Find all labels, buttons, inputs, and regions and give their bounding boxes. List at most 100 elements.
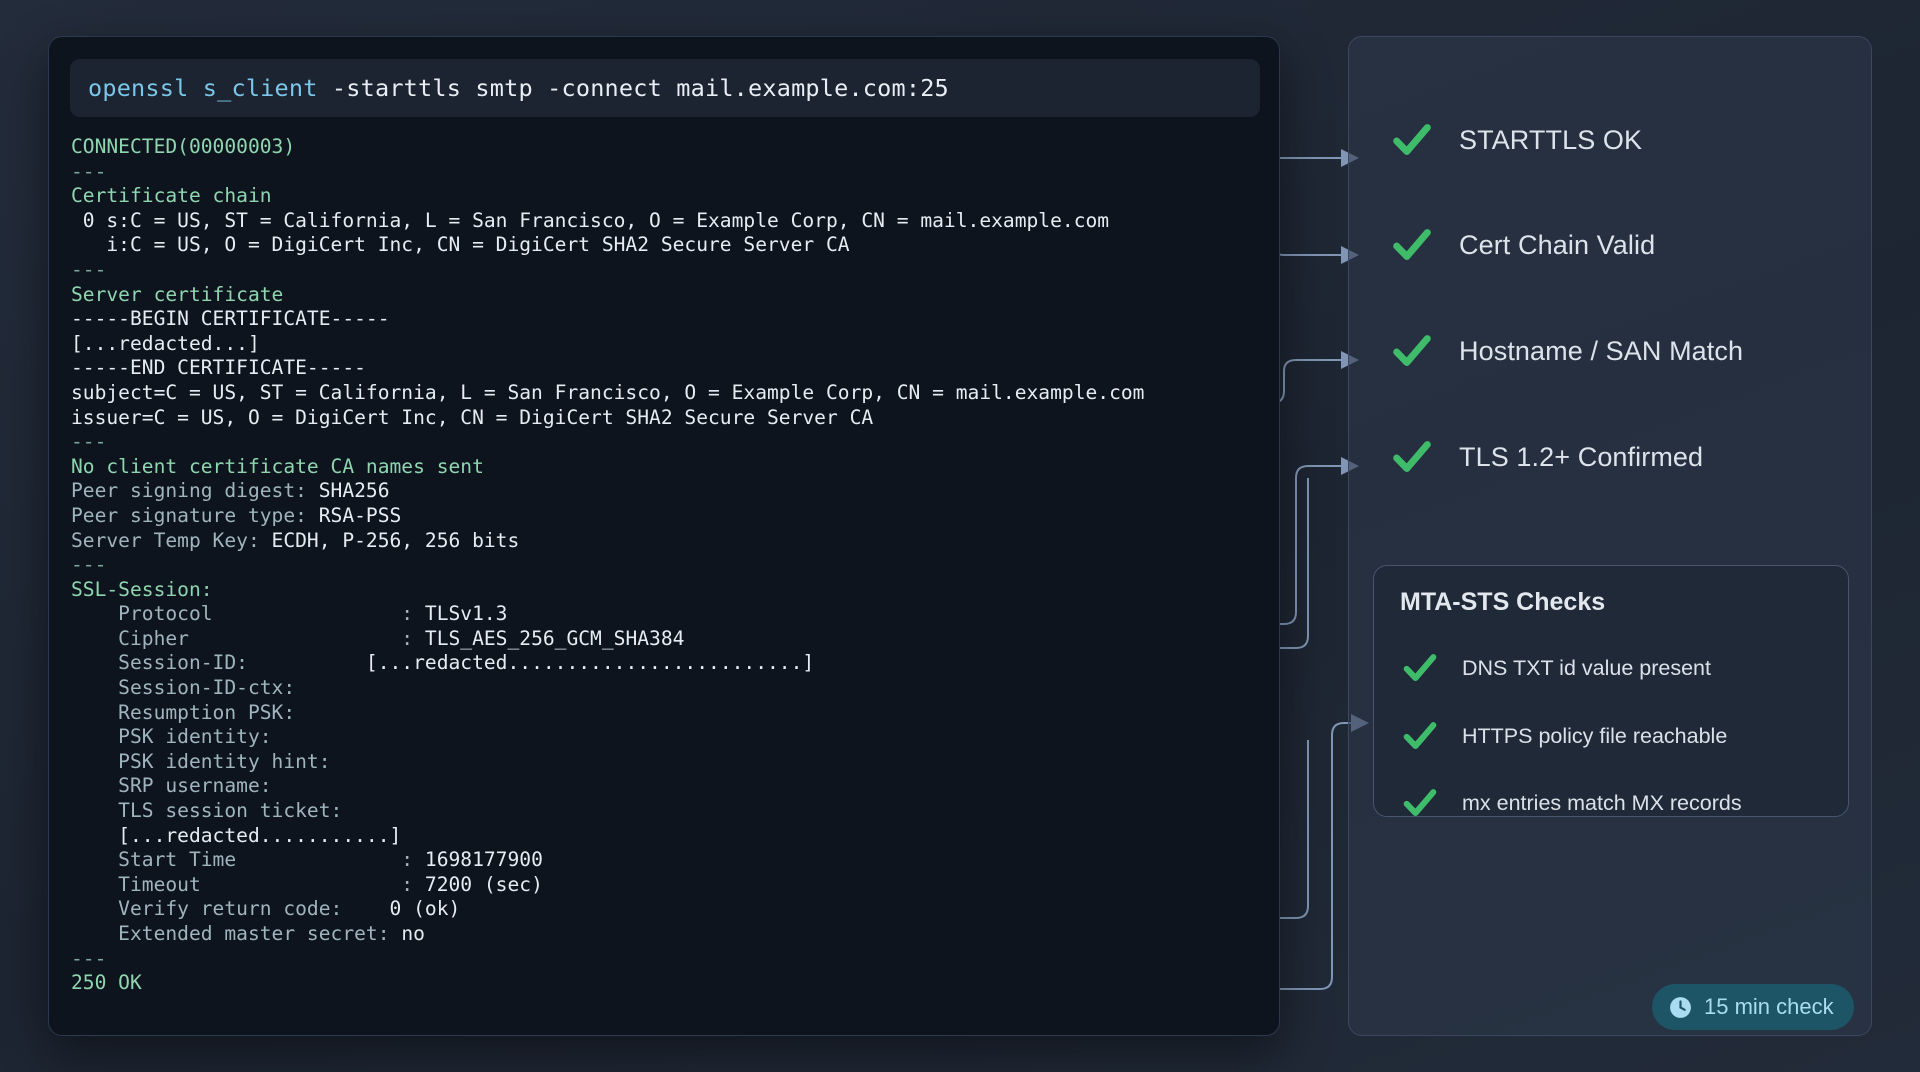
terminal-line: Extended master secret: no (71, 922, 1271, 947)
terminal-line: Session-ID: [...redacted................… (71, 651, 1271, 676)
terminal-line-text: --- (71, 553, 107, 577)
terminal-line-label: Protocol : (71, 602, 425, 626)
terminal-line: No client certificate CA names sent (71, 455, 1271, 480)
check-label: TLS 1.2+ Confirmed (1459, 441, 1704, 472)
check-icon (1403, 722, 1437, 749)
terminal-line: --- (71, 430, 1271, 455)
terminal-line: Timeout : 7200 (sec) (71, 873, 1271, 898)
command-arguments: -starttls smtp -connect mail.example.com… (317, 74, 949, 102)
terminal-line-value: TLSv1.3 (424, 602, 508, 626)
interval-badge[interactable]: 15 min check (1652, 984, 1854, 1030)
terminal-line-text: SSL-Session: (71, 577, 213, 601)
terminal-line-text: 0 s:C = US, ST = California, L = San Fra… (71, 208, 1110, 232)
terminal-output: CONNECTED(00000003)---Certificate chain … (71, 135, 1271, 996)
terminal-line: --- (71, 947, 1271, 972)
terminal-line-label (71, 824, 118, 847)
mta-sts-card: MTA-STS Checks DNS TXT id value present … (1373, 565, 1849, 817)
terminal-line: 0 s:C = US, ST = California, L = San Fra… (71, 209, 1271, 234)
terminal-line: [...redacted...........] (71, 824, 1271, 849)
terminal-line: Resumption PSK: (71, 701, 1271, 726)
mta-item-dns-txt: DNS TXT id value present (1400, 648, 1711, 688)
check-icon (1403, 789, 1437, 816)
terminal-line-label: Resumption PSK: (71, 700, 296, 724)
terminal-line-text: 250 OK (71, 971, 142, 995)
mta-item-mx-entries: mx entries match MX records (1400, 783, 1742, 823)
terminal-line-value: no (401, 922, 425, 945)
terminal-line-value: TLS_AES_256_GCM_SHA384 (424, 626, 685, 650)
terminal-line-text: --- (71, 430, 107, 454)
terminal-line: --- (71, 553, 1271, 578)
terminal-line: Server certificate (71, 283, 1271, 308)
check-icon (1393, 124, 1431, 155)
terminal-line: Start Time : 1698177900 (71, 848, 1271, 873)
terminal-line: --- (71, 160, 1271, 185)
interval-badge-label: 15 min check (1704, 994, 1834, 1019)
terminal-line: 250 OK (71, 971, 1271, 996)
terminal-line-value: ECDH, P-256, 256 bits (271, 528, 520, 552)
terminal-line-label: Extended master secret: (71, 922, 402, 945)
terminal-line-label: SRP username: (71, 774, 272, 798)
check-label: STARTTLS OK (1459, 124, 1643, 155)
terminal-line-text: -----END CERTIFICATE----- (71, 356, 366, 380)
terminal-line: -----END CERTIFICATE----- (71, 356, 1271, 381)
terminal-line-text: issuer=C = US, O = DigiCert Inc, CN = Di… (71, 405, 874, 429)
check-icon (1393, 441, 1431, 472)
terminal-line-label: PSK identity: (71, 725, 272, 749)
terminal-line: Verify return code: 0 (ok) (71, 897, 1271, 922)
check-item-tls-version: TLS 1.2+ Confirmed (1389, 434, 1703, 480)
terminal-line: PSK identity: (71, 725, 1271, 750)
terminal-line-label: TLS session ticket: (71, 799, 343, 823)
terminal-line-text: --- (71, 946, 107, 970)
terminal-line: SSL-Session: (71, 578, 1271, 603)
terminal-line: PSK identity hint: (71, 750, 1271, 775)
terminal-line: [...redacted...] (71, 332, 1271, 357)
terminal-line-label: PSK identity hint: (71, 749, 331, 773)
terminal-line: TLS session ticket: (71, 799, 1271, 824)
check-icon (1393, 335, 1431, 366)
check-label: Cert Chain Valid (1459, 229, 1656, 260)
mta-item-label: mx entries match MX records (1462, 790, 1742, 815)
terminal-line: Cipher : TLS_AES_256_GCM_SHA384 (71, 627, 1271, 652)
terminal-line-label: Timeout : (71, 872, 425, 896)
terminal-line: SRP username: (71, 774, 1271, 799)
terminal-line: Session-ID-ctx: (71, 676, 1271, 701)
terminal-line-value: [...redacted.........................] (365, 651, 815, 675)
terminal-line: subject=C = US, ST = California, L = San… (71, 381, 1271, 406)
terminal-line-value: [...redacted...........] (118, 823, 402, 847)
terminal-line-value: RSA-PSS (318, 503, 402, 527)
terminal-line: -----BEGIN CERTIFICATE----- (71, 307, 1271, 332)
terminal-line: i:C = US, O = DigiCert Inc, CN = DigiCer… (71, 233, 1271, 258)
terminal-line-text: subject=C = US, ST = California, L = San… (71, 380, 1145, 404)
mta-item-label: HTTPS policy file reachable (1462, 723, 1728, 748)
terminal-line-text: [...redacted...] (71, 331, 260, 355)
terminal-line-text: -----BEGIN CERTIFICATE----- (71, 307, 390, 331)
terminal-line: Server Temp Key: ECDH, P-256, 256 bits (71, 529, 1271, 554)
terminal-line: Peer signing digest: SHA256 (71, 479, 1271, 504)
terminal-line-label: Cipher : (71, 626, 425, 650)
terminal-line-value: 0 (ok) (389, 897, 461, 921)
terminal-window: openssl s_client -starttls smtp -connect… (48, 36, 1280, 1036)
mta-item-https-policy: HTTPS policy file reachable (1400, 716, 1727, 756)
check-item-starttls: STARTTLS OK (1389, 117, 1642, 163)
command-program: openssl s_client (88, 74, 318, 102)
terminal-line-text: i:C = US, O = DigiCert Inc, CN = DigiCer… (71, 233, 850, 257)
check-item-hostname-san: Hostname / SAN Match (1389, 328, 1743, 374)
mta-sts-title: MTA-STS Checks (1400, 588, 1606, 616)
checks-panel: STARTTLS OK Cert Chain Valid Hostname / … (1348, 36, 1872, 1036)
terminal-line: Peer signature type: RSA-PSS (71, 504, 1271, 529)
terminal-line-label: Session-ID-ctx: (71, 676, 296, 700)
terminal-line-value: SHA256 (318, 479, 390, 503)
command-bar[interactable]: openssl s_client -starttls smtp -connect… (70, 59, 1260, 117)
terminal-line-text: No client certificate CA names sent (71, 454, 484, 478)
terminal-line-value: 7200 (sec) (424, 872, 543, 896)
terminal-line: issuer=C = US, O = DigiCert Inc, CN = Di… (71, 406, 1271, 431)
terminal-line-value: 1698177900 (424, 848, 543, 872)
clock-icon (1670, 996, 1691, 1018)
terminal-line-text: Certificate chain (71, 184, 272, 208)
terminal-line-label: Peer signature type: (71, 503, 319, 527)
terminal-line-text: CONNECTED(00000003) (71, 135, 296, 158)
check-label: Hostname / SAN Match (1459, 335, 1744, 366)
terminal-line-text: --- (71, 159, 107, 183)
terminal-line: CONNECTED(00000003) (71, 135, 1271, 160)
